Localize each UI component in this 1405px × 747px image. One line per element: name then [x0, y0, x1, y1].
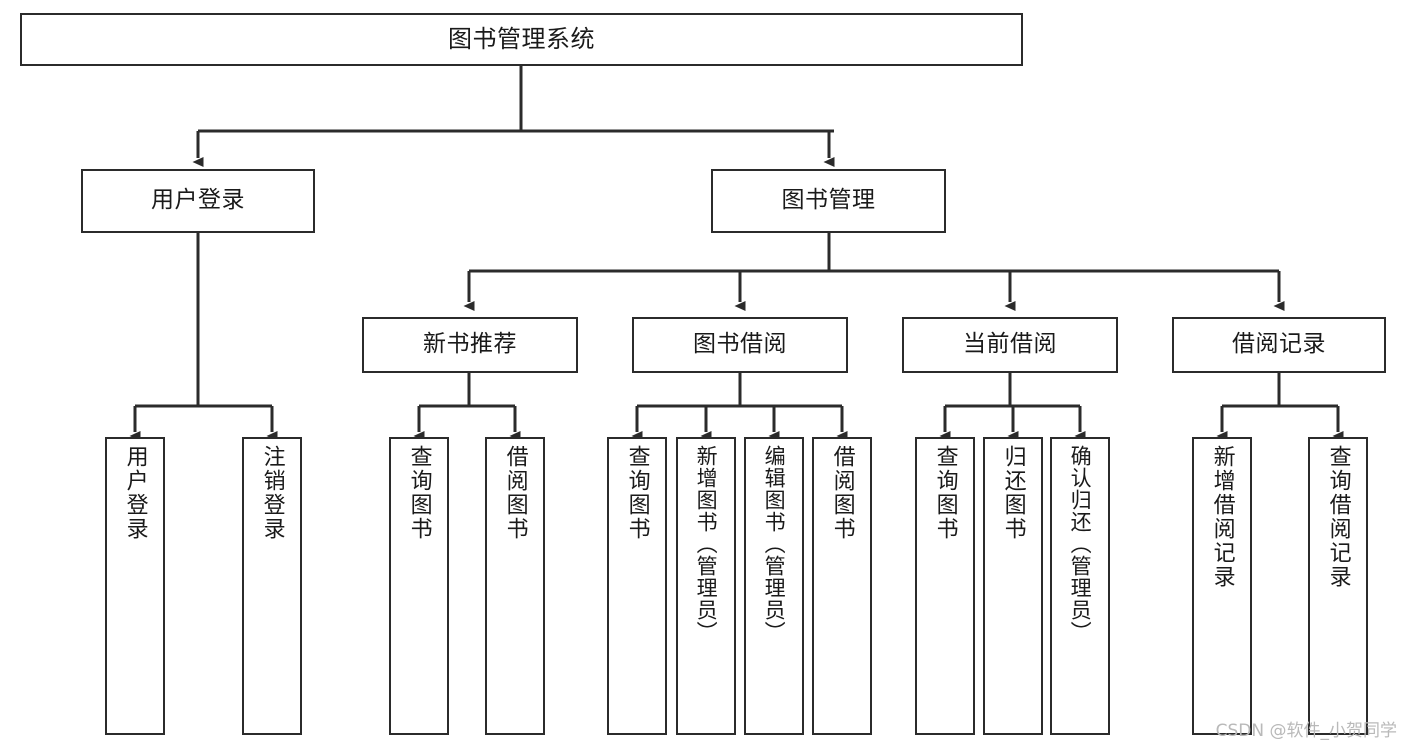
node-user-login-label: 用户登录 — [151, 187, 245, 214]
node-new-book-recommend[interactable]: 新书推荐 — [362, 317, 578, 373]
node-user-login[interactable]: 用户登录 — [81, 169, 315, 233]
leaf-edit-book[interactable]: 编辑图书（管理员） — [744, 437, 804, 735]
node-root-label: 图书管理系统 — [448, 25, 595, 54]
leaf-query-book-3-label: 查询图书 — [932, 445, 958, 541]
leaf-query-book-3[interactable]: 查询图书 — [915, 437, 975, 735]
node-book-borrow[interactable]: 图书借阅 — [632, 317, 848, 373]
leaf-add-book[interactable]: 新增图书（管理员） — [676, 437, 736, 735]
leaf-borrow-book-2-label: 借阅图书 — [829, 445, 855, 541]
leaf-confirm-return-label: 确认归还（管理员） — [1068, 445, 1093, 643]
leaf-add-record[interactable]: 新增借阅记录 — [1192, 437, 1252, 735]
node-new-book-recommend-label: 新书推荐 — [423, 331, 517, 358]
leaf-query-record[interactable]: 查询借阅记录 — [1308, 437, 1368, 735]
leaf-borrow-book-1[interactable]: 借阅图书 — [485, 437, 545, 735]
leaf-query-book-2[interactable]: 查询图书 — [607, 437, 667, 735]
node-book-manage[interactable]: 图书管理 — [711, 169, 946, 233]
leaf-edit-book-label: 编辑图书（管理员） — [762, 445, 787, 643]
leaf-add-record-label: 新增借阅记录 — [1209, 445, 1235, 589]
leaf-user-login[interactable]: 用户登录 — [105, 437, 165, 735]
leaf-logout-login-label: 注销登录 — [259, 445, 285, 541]
leaf-logout-login[interactable]: 注销登录 — [242, 437, 302, 735]
node-current-borrow-label: 当前借阅 — [963, 331, 1057, 358]
leaf-return-book-label: 归还图书 — [1000, 445, 1026, 541]
leaf-query-record-label: 查询借阅记录 — [1325, 445, 1351, 589]
csdn-watermark: CSDN @软件_小贺同学 — [1215, 721, 1397, 741]
node-current-borrow[interactable]: 当前借阅 — [902, 317, 1118, 373]
node-borrow-record-label: 借阅记录 — [1232, 331, 1326, 358]
leaf-borrow-book-2[interactable]: 借阅图书 — [812, 437, 872, 735]
leaf-add-book-label: 新增图书（管理员） — [694, 445, 719, 643]
leaf-user-login-label: 用户登录 — [122, 445, 148, 541]
node-book-borrow-label: 图书借阅 — [693, 331, 787, 358]
node-borrow-record[interactable]: 借阅记录 — [1172, 317, 1386, 373]
node-book-manage-label: 图书管理 — [781, 187, 876, 214]
node-root[interactable]: 图书管理系统 — [20, 13, 1023, 66]
leaf-query-book-1-label: 查询图书 — [406, 445, 432, 541]
leaf-query-book-1[interactable]: 查询图书 — [389, 437, 449, 735]
leaf-query-book-2-label: 查询图书 — [624, 445, 650, 541]
leaf-borrow-book-1-label: 借阅图书 — [502, 445, 528, 541]
leaf-confirm-return[interactable]: 确认归还（管理员） — [1050, 437, 1110, 735]
leaf-return-book[interactable]: 归还图书 — [983, 437, 1043, 735]
